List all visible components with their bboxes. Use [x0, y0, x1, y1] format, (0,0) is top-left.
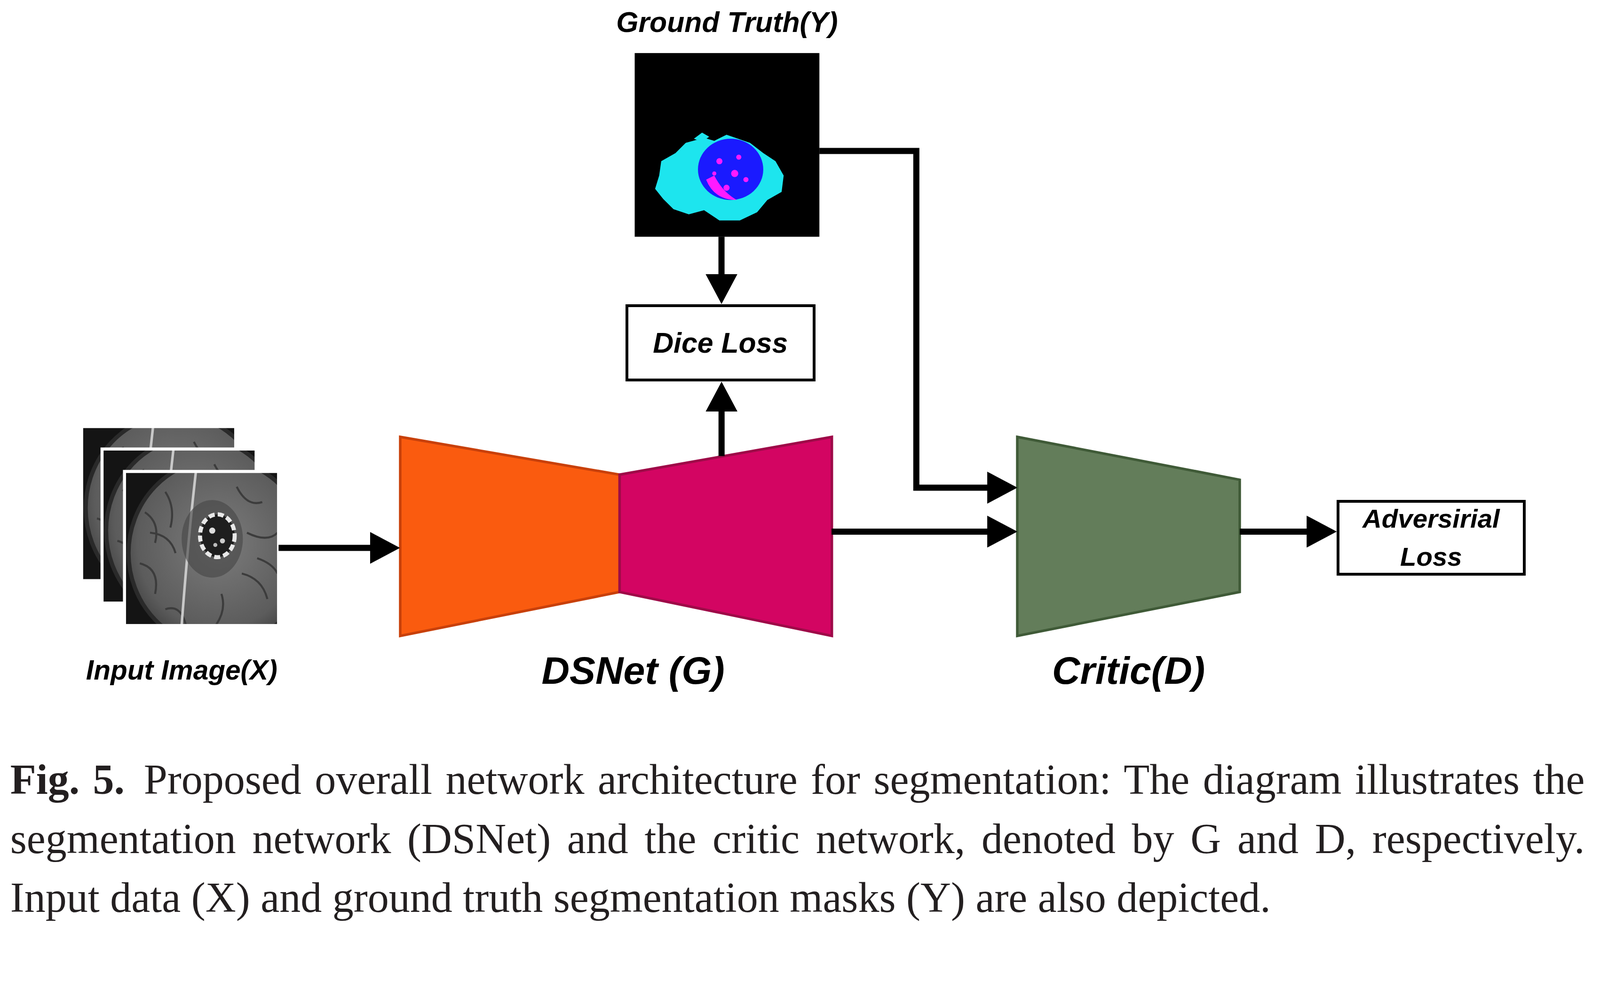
arrow-connector: [718, 400, 725, 456]
figure-number: Fig. 5.: [10, 756, 125, 803]
arrow-connector: [1239, 528, 1318, 535]
arrow-connector: [278, 544, 381, 551]
decoder-block: [619, 436, 832, 636]
encoder-block: [400, 436, 620, 636]
network-outline: [400, 436, 832, 636]
arrow-connector: [718, 236, 725, 286]
arrow-connector: [819, 150, 999, 488]
node-label: Input Image(X): [86, 654, 278, 686]
critic-block: [1017, 436, 1240, 636]
mri-slice: [124, 459, 309, 647]
loss-box: Adversirial Loss: [1336, 499, 1526, 576]
segmentation-mask: [634, 53, 820, 238]
loss-box: Dice Loss: [625, 304, 816, 382]
node-label: Ground Truth(Y): [616, 6, 838, 40]
caption-text: Proposed overall network architecture fo…: [10, 756, 1585, 922]
ground-truth-image: Ground Truth(Y): [634, 53, 820, 238]
node-label: Critic(D): [1052, 648, 1205, 693]
critic-network: Critic(D): [1017, 436, 1240, 636]
node-label: Dice Loss: [652, 325, 788, 361]
segmentation-network: DSNet (G): [400, 436, 832, 636]
input-image-stack: Input Image(X): [81, 426, 279, 625]
arrow-connector: [831, 528, 999, 535]
figure-caption: Fig. 5.Proposed overall network architec…: [10, 750, 1585, 928]
node-label: DSNet (G): [541, 648, 725, 693]
network-outline: [1017, 436, 1240, 636]
node-label: Adversirial Loss: [1339, 499, 1523, 577]
